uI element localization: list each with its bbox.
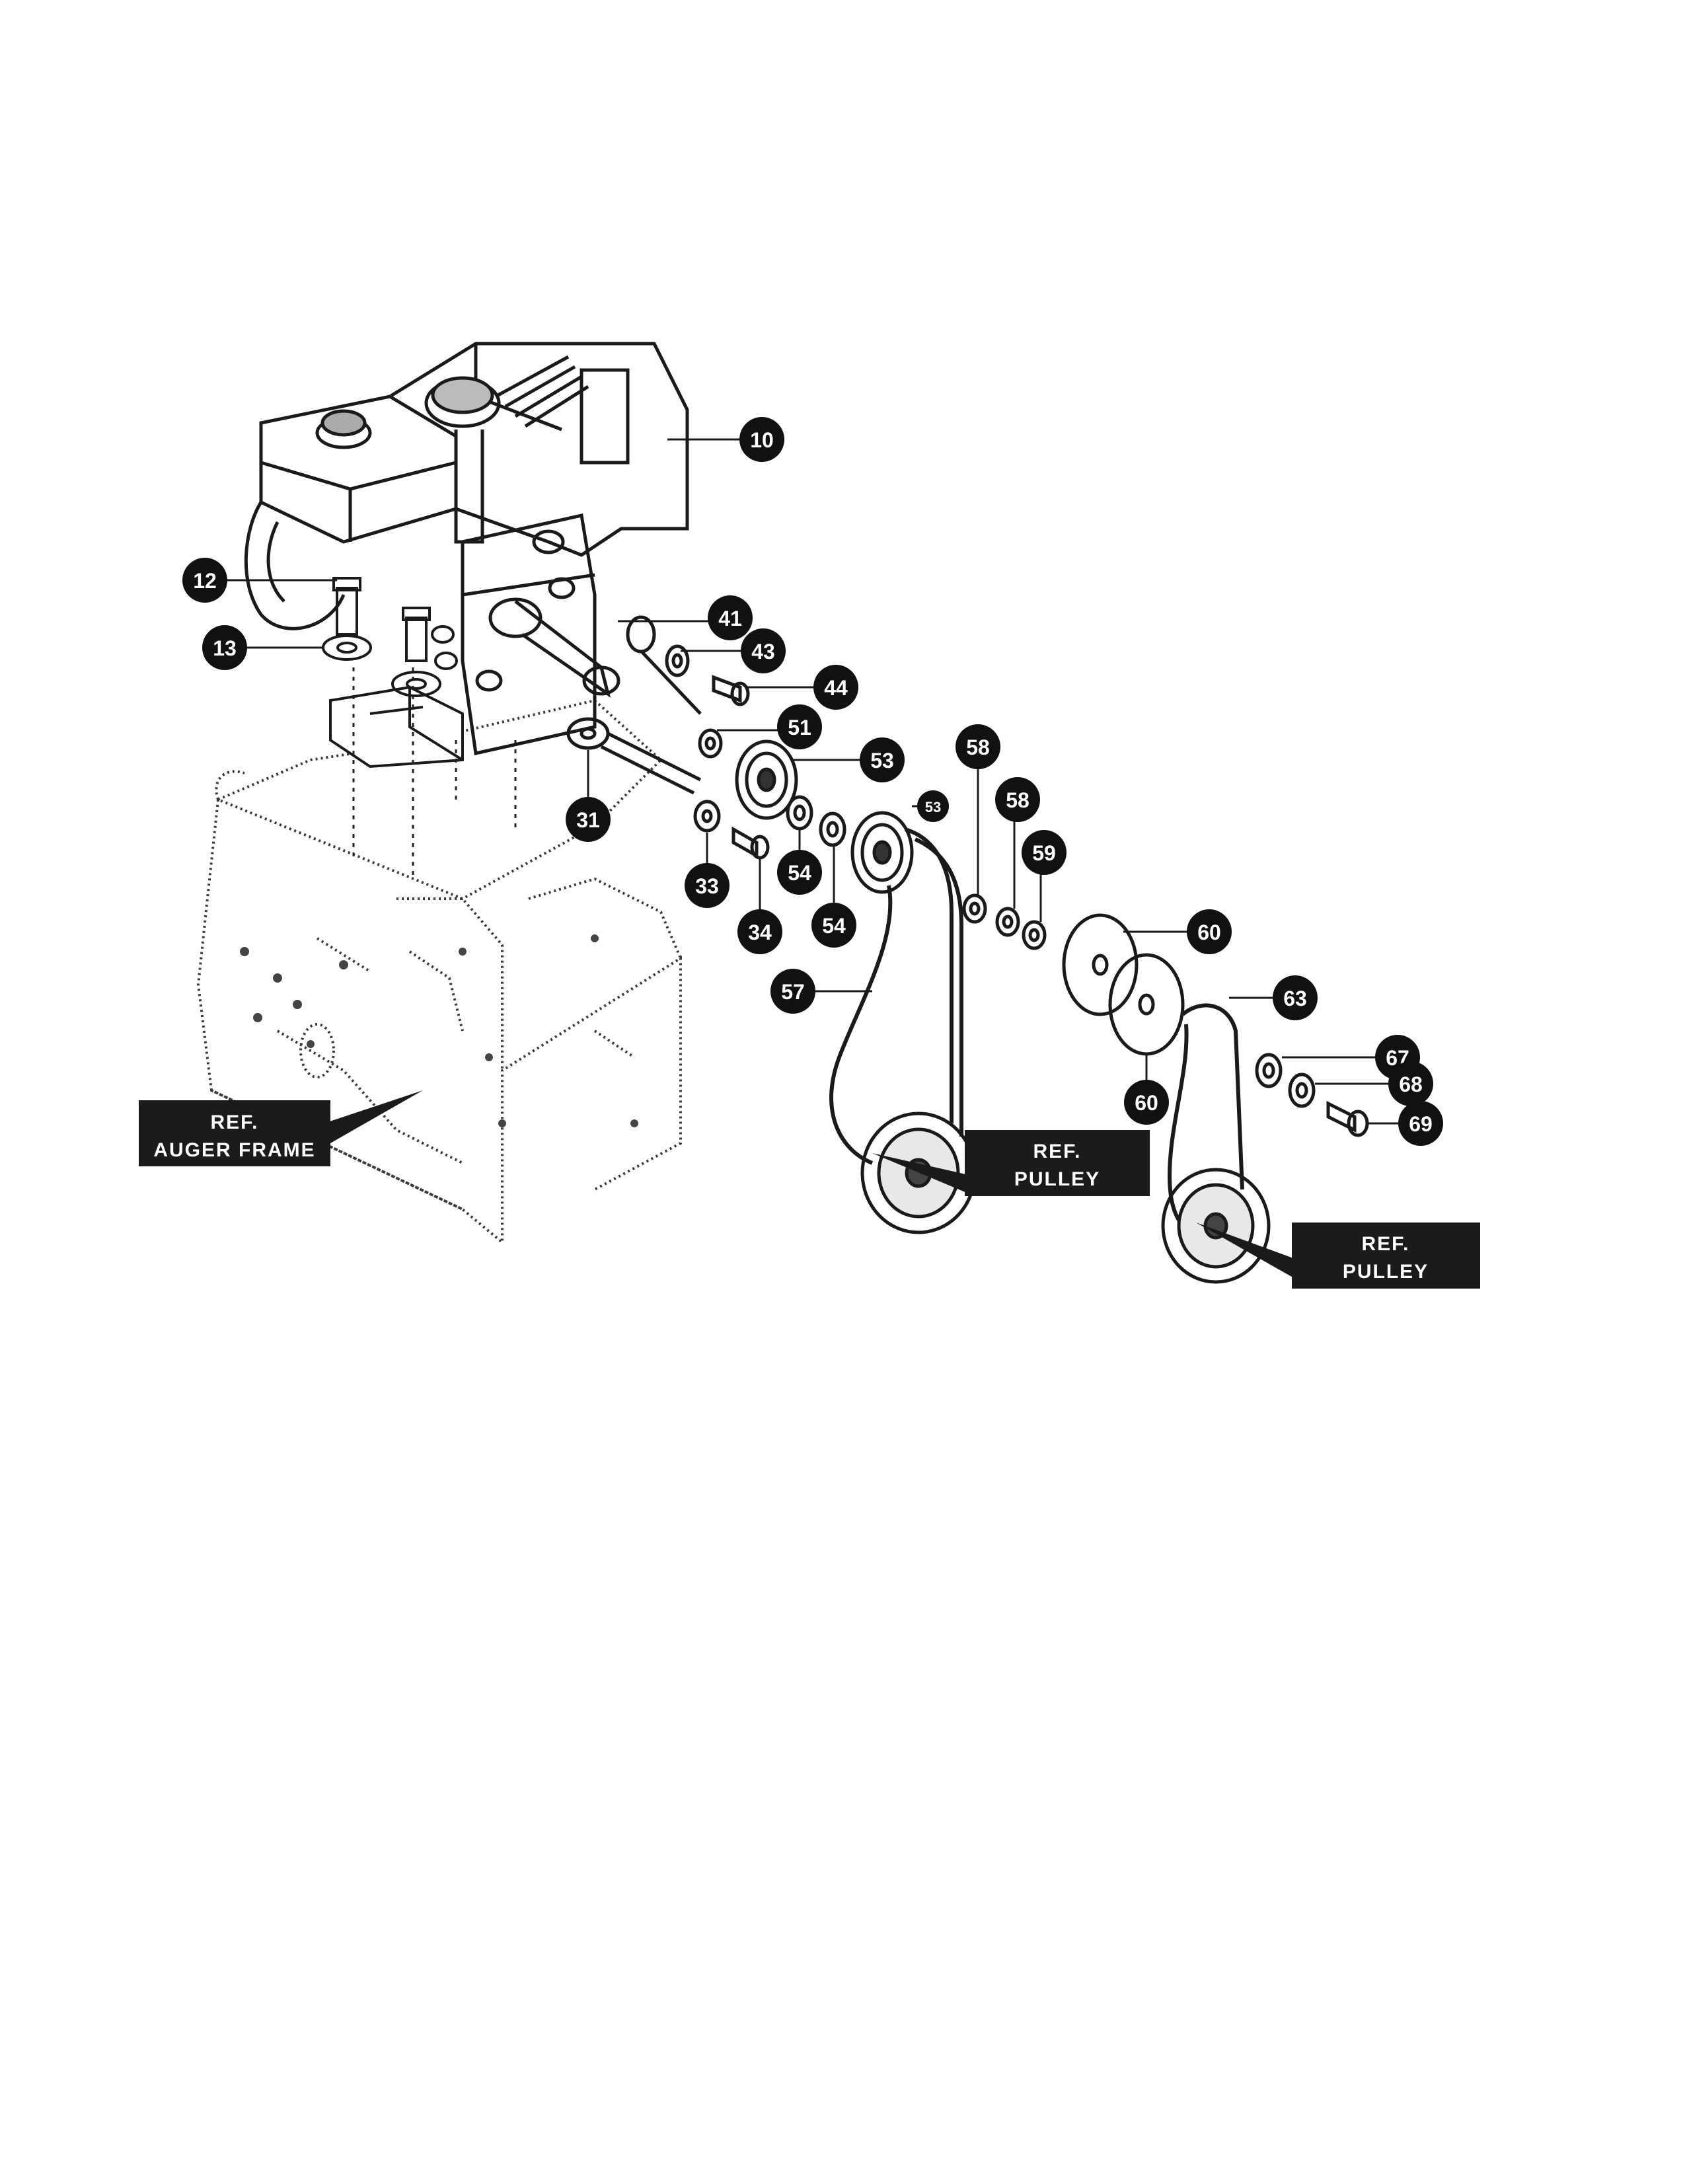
washer-54-a — [786, 795, 813, 831]
bolt-44 — [712, 675, 750, 706]
callout-10: 10 — [739, 417, 784, 462]
ref-label-auger-frame: REF. AUGER FRAME — [139, 1100, 330, 1166]
callout-53-a: 53 — [860, 737, 905, 782]
callout-12: 12 — [182, 558, 227, 603]
callout-59-label: 59 — [1032, 841, 1056, 865]
callout-44-label: 44 — [824, 676, 848, 700]
callout-44: 44 — [813, 665, 858, 710]
washer-54-b — [819, 811, 846, 847]
callout-41: 41 — [708, 595, 753, 640]
callout-33: 33 — [685, 863, 730, 908]
bracket-dashed-mounting-lines — [352, 667, 517, 879]
ref-pulley-2-line1: REF. — [1361, 1233, 1409, 1255]
callout-58-b-label: 58 — [1006, 788, 1030, 812]
washer-58-a — [962, 893, 987, 924]
engine-bolts — [322, 577, 458, 697]
ref-auger-frame-line1: REF. — [210, 1111, 258, 1133]
spacer-41 — [626, 615, 702, 715]
ref-label-pulley-2: REF. PULLEY — [1292, 1223, 1480, 1289]
callout-31: 31 — [566, 797, 611, 842]
callout-10-label: 10 — [750, 428, 774, 452]
callout-54-a-label: 54 — [788, 861, 811, 885]
lower-pulley-2 — [1161, 1168, 1271, 1284]
ref-pulley-1-line2: PULLEY — [1014, 1168, 1100, 1190]
engine-assembly — [244, 342, 689, 756]
callout-13: 13 — [202, 625, 247, 670]
callout-58-a-label: 58 — [966, 735, 990, 759]
pulley-53-b — [850, 811, 914, 894]
callout-34: 34 — [737, 909, 782, 954]
disc-60-a — [1062, 913, 1139, 1016]
mounting-bracket — [329, 685, 464, 769]
callout-53-b-label: 53 — [925, 799, 941, 815]
spacer-51 — [698, 728, 723, 759]
callout-60-b-label: 60 — [1135, 1091, 1158, 1115]
washer-68 — [1288, 1073, 1316, 1108]
spacer-31-shaft — [566, 717, 702, 795]
callout-51-label: 51 — [788, 716, 811, 739]
auger-frame-opening — [299, 1023, 335, 1078]
bolt-69 — [1326, 1100, 1369, 1137]
callout-13-label: 13 — [213, 636, 237, 660]
callout-57: 57 — [770, 969, 815, 1014]
callout-63: 63 — [1273, 975, 1318, 1020]
bolt-34 — [731, 826, 770, 860]
callout-41-label: 41 — [718, 607, 742, 630]
washer-33 — [693, 800, 721, 833]
callout-68: 68 — [1388, 1061, 1433, 1106]
callout-60-b: 60 — [1124, 1080, 1169, 1125]
washer-43 — [665, 644, 690, 677]
callout-43-label: 43 — [751, 640, 775, 663]
callout-33-label: 33 — [695, 874, 719, 898]
callout-31-label: 31 — [576, 808, 600, 832]
callout-63-label: 63 — [1283, 987, 1307, 1010]
callout-54-b-label: 54 — [822, 914, 846, 938]
leader-lines — [218, 438, 1401, 1125]
pulley-53-a — [735, 739, 798, 820]
washer-59 — [1022, 920, 1047, 950]
callout-58-b: 58 — [995, 777, 1040, 822]
callout-12-label: 12 — [193, 569, 217, 593]
callout-58-a: 58 — [955, 724, 1000, 769]
callout-54-b: 54 — [811, 903, 856, 948]
callout-54-a: 54 — [777, 850, 822, 895]
auger-frame-housing — [196, 698, 682, 1246]
callout-57-label: 57 — [781, 980, 805, 1004]
callout-69: 69 — [1398, 1101, 1443, 1146]
ref-pointers — [324, 1090, 1295, 1279]
callout-51: 51 — [777, 704, 822, 749]
callout-69-label: 69 — [1409, 1112, 1433, 1136]
callout-60-a-label: 60 — [1197, 921, 1221, 944]
callout-43: 43 — [741, 628, 786, 673]
ref-auger-frame-line2: AUGER FRAME — [153, 1139, 315, 1161]
belt-57 — [829, 827, 963, 1165]
callout-60-a: 60 — [1187, 909, 1232, 954]
callout-68-label: 68 — [1399, 1073, 1423, 1096]
ref-pulley-2-line2: PULLEY — [1343, 1261, 1429, 1283]
callout-53-b: 53 — [917, 790, 949, 822]
washer-67 — [1255, 1053, 1283, 1088]
callout-59: 59 — [1022, 830, 1067, 875]
ref-label-pulley-1: REF. PULLEY — [965, 1130, 1150, 1196]
callout-34-label: 34 — [748, 921, 772, 944]
auger-frame-holes — [240, 934, 638, 1127]
ref-pulley-1-line1: REF. — [1033, 1141, 1081, 1162]
callout-53-a-label: 53 — [870, 749, 894, 772]
washer-58-b — [995, 907, 1020, 937]
